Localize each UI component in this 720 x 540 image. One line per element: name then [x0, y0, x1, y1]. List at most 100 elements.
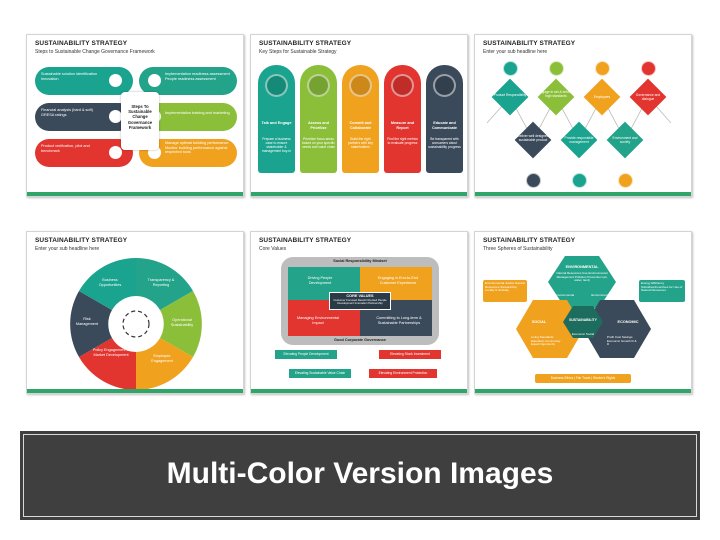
step-column-4: Measure and Report Find the right metric…	[384, 65, 421, 173]
step-text: Build the right partners with key stakeh…	[348, 137, 373, 149]
bottom-callout: Business Ethics | Fair Trade | Worker's …	[535, 374, 631, 383]
shield-icon	[572, 173, 587, 188]
right-callout-text: Energy Efficiency Subsidies/Incentives f…	[641, 281, 683, 293]
core-text: Customer Focused Result Oriented People …	[333, 298, 387, 306]
mindset-label: Social Responsibility Mindset	[333, 259, 387, 263]
slide-thumbnail-1[interactable]: SUSTAINABILITY STRATEGY Steps to Sustain…	[26, 34, 244, 197]
social-title: SOCIAL	[531, 320, 547, 324]
globe-icon	[618, 173, 633, 188]
plant-icon	[503, 61, 518, 76]
slide-title: SUSTAINABILITY STRATEGY	[259, 237, 352, 244]
hex-center	[563, 306, 603, 338]
quadrant-text-3: Managing Environmental Impact	[296, 316, 339, 325]
step-text: Find the right metrics to evaluate progr…	[387, 137, 418, 145]
quadrant-text-1: Driving People Development	[307, 276, 333, 285]
graduation-icon	[433, 74, 456, 97]
people-icon	[148, 74, 161, 87]
center-text: Steps To Sustainable Change Governance F…	[127, 104, 153, 130]
slide-title: SUSTAINABILITY STRATEGY	[35, 40, 128, 47]
step-column-3: Commit and Collaborate Build the right p…	[342, 65, 379, 173]
step-column-5: Educate and Communicate Be transparent w…	[426, 65, 463, 173]
zigzag-line	[486, 96, 672, 141]
slide-subtitle: Key Steps for Sustainable Strategy	[259, 49, 337, 55]
segment-label-5: Policy Engagement & Market Development	[92, 348, 130, 357]
env-text: Natural Resources Use Environmental Mana…	[556, 271, 608, 283]
slide-subtitle: Enter your sub headline here	[35, 246, 100, 252]
left-text-3: Product verification, pilot and benchmar…	[41, 144, 90, 153]
slide-title: SUSTAINABILITY STRATEGY	[483, 237, 576, 244]
chat-icon	[265, 74, 288, 97]
right-callout: Energy Efficiency Subsidies/Incentives f…	[639, 280, 685, 302]
link-icon	[549, 61, 564, 76]
arrow-label-2: Elevating Stock Investment	[390, 352, 430, 356]
core-title: CORE VALUES	[346, 294, 374, 298]
arrow-label-3: Elevating Sustainable Value Chain	[294, 371, 346, 375]
right-text-3: Manage optimal building performance Moni…	[165, 141, 229, 155]
left-callout-text: Environmental Justice Natural Resources …	[485, 281, 525, 293]
social-list: Living Standards Education Community Equ…	[531, 335, 561, 347]
arrow-label-4: Elevating Environment Protection	[378, 371, 428, 375]
env-econ-label: Environmental Economic	[591, 293, 625, 297]
chart-icon	[109, 110, 122, 123]
step-column-1: Talk and Engage Prepare a business case …	[258, 65, 295, 173]
step-column-2: Assess and Prioritize Prioritize focus a…	[300, 65, 337, 173]
slide-title: SUSTAINABILITY STRATEGY	[35, 237, 128, 244]
settings-icon	[526, 173, 541, 188]
bottom-callout-text: Business Ethics | Fair Trade | Worker's …	[550, 376, 616, 380]
top-label-2: Engage in set & enforce high standards	[538, 90, 574, 98]
checklist-icon	[109, 146, 122, 159]
segment-label-1: Business Opportunities	[98, 278, 122, 287]
slide-thumbnail-2[interactable]: SUSTAINABILITY STRATEGY Key Steps for Su…	[250, 34, 468, 197]
arrow-bar-4	[369, 369, 437, 378]
banner-title: Multi-Color Version Images	[166, 457, 554, 490]
top-label-4: Governance and dialogue	[635, 93, 661, 101]
social-env-label: Social Environmental	[545, 293, 575, 297]
step-title: Commit and Collaborate	[349, 121, 372, 130]
government-icon	[641, 61, 656, 76]
slide-thumbnail-3[interactable]: SUSTAINABILITY STRATEGY Enter your sub h…	[474, 34, 692, 197]
step-title: Assess and Prioritize	[307, 121, 330, 130]
slide-subtitle: Three Spheres of Sustainability	[483, 246, 553, 252]
banner-frame	[23, 434, 697, 517]
slide-subtitle: Core Values	[259, 246, 287, 252]
env-title: ENVIRONMENTAL	[565, 265, 599, 269]
right-text-1: Implementation readiness assessment Peop…	[165, 72, 230, 81]
governance-label: Good Corporate Governance	[333, 338, 387, 342]
quadrant-text-2: Engaging in End-to-End Customer Experien…	[377, 276, 419, 285]
slide-subtitle: Steps to Sustainable Change Governance F…	[35, 49, 155, 55]
arrow-bar-2	[379, 350, 441, 359]
arrow-label-1: Elevating People Development	[283, 352, 329, 356]
slide-thumbnail-6[interactable]: SUSTAINABILITY STRATEGY Three Spheres of…	[474, 231, 692, 394]
segment-label-6: Risk Management	[75, 317, 99, 326]
quadrant-text-4: Committing to Long-term & Sustainable Pa…	[376, 316, 422, 325]
top-label-3: Employees	[593, 95, 611, 99]
econ-social-label: Economic Social	[571, 332, 595, 336]
section-banner: Multi-Color Version Images	[20, 431, 700, 520]
arrow-bar-1	[275, 350, 337, 359]
top-label-1: Product Responsibility	[493, 93, 527, 97]
segment-label-4: Employee Engagement	[151, 354, 173, 363]
left-callout: Environmental Justice Natural Resources …	[483, 280, 527, 302]
right-text-2: Implementation training and marketing	[165, 111, 230, 115]
people-icon	[595, 61, 610, 76]
gear-icon	[109, 74, 122, 87]
handshake-icon	[349, 74, 372, 97]
step-text: Be transparent with consumers about sust…	[428, 137, 461, 149]
step-title: Measure and Report	[390, 121, 415, 130]
cycle-wheel	[70, 258, 202, 390]
slide-thumbnail-5[interactable]: SUSTAINABILITY STRATEGY Core Values Soci…	[250, 231, 468, 394]
sustainability-title: SUSTAINABILITY	[569, 318, 597, 322]
step-title: Talk and Engage	[261, 121, 292, 125]
arrow-bar-3	[289, 369, 351, 378]
economic-title: ECONOMIC	[617, 320, 639, 324]
segment-label-2: Transparency & Reporting	[147, 278, 175, 287]
left-text-1: Sustainable solution identification Inno…	[41, 72, 98, 81]
segment-label-3: Operational Sustainability	[170, 318, 194, 327]
slide-thumbnail-4[interactable]: SUSTAINABILITY STRATEGY Enter your sub h…	[26, 231, 244, 394]
slide-subtitle: Enter your sub headline here	[483, 49, 548, 55]
magnifier-icon	[307, 74, 330, 97]
bottom-label-2: Provide responsible management	[564, 136, 594, 144]
step-text: Prepare a business case to ensure stakeh…	[261, 137, 292, 153]
report-icon	[391, 74, 414, 97]
econ-list: Profit Cost Savings Economic Growth R & …	[607, 335, 637, 347]
